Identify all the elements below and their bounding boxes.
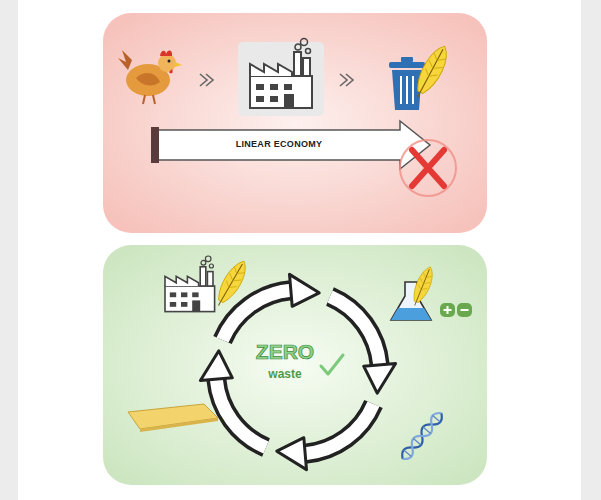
hen-wattle [169, 69, 173, 73]
hen-icon [118, 50, 182, 104]
cycle-head [290, 274, 320, 306]
factory-icon [165, 256, 215, 312]
cycle-arc-inner [330, 297, 380, 365]
arrow-bar [151, 127, 159, 163]
cycle-arc-inner [305, 404, 373, 454]
cycle-arc [305, 404, 373, 454]
trash-lid [389, 62, 425, 68]
trash-lines [401, 76, 413, 104]
block-arrow [158, 121, 430, 169]
cycle-head [200, 351, 232, 381]
chevron [340, 74, 353, 86]
linear-panel [103, 13, 487, 233]
sheet-icon [128, 404, 218, 432]
cycle-head [277, 438, 307, 470]
cycle-arrows [200, 274, 395, 469]
sheet-edge [140, 418, 218, 432]
dna-icon [399, 410, 445, 462]
feather-icon [410, 42, 453, 102]
hen-eye [168, 60, 171, 63]
feather-icon [409, 265, 437, 309]
cycle-arc-inner [223, 290, 291, 340]
plus-sign [444, 306, 452, 314]
page-ground [18, 0, 581, 500]
reject-cross [412, 150, 444, 186]
plus-pill [440, 303, 455, 317]
dna-strand [399, 410, 445, 462]
minus-pill [457, 303, 472, 317]
hen-beak [175, 62, 182, 67]
dna-strand [399, 410, 445, 462]
minus-sign [461, 309, 469, 311]
hen-legs [143, 95, 155, 104]
feather-icon [212, 257, 252, 310]
cycle-arc [330, 297, 380, 365]
chevron [200, 74, 213, 86]
dna-rungs [404, 416, 441, 457]
linear-arrow [151, 121, 430, 169]
factory-icon [250, 39, 312, 109]
cycle-arc-inner [216, 379, 266, 447]
cycle-head [364, 364, 396, 394]
arrow-label: LINEAR ECONOMY [236, 140, 323, 150]
cycle-arc [223, 290, 291, 340]
hen-head [158, 54, 176, 72]
flask-liquid [391, 308, 431, 320]
circular-panel [103, 245, 487, 485]
zero-text: ZERO [256, 340, 314, 363]
check-mark [321, 355, 343, 374]
hen-wing [136, 73, 160, 85]
reject-circle [400, 140, 456, 196]
cycle-arc [216, 379, 266, 447]
trash-handle [401, 57, 413, 62]
hen-tail [118, 50, 132, 70]
waste-text: waste [268, 368, 301, 381]
reject-mark [400, 140, 456, 196]
plus-minus-icon [440, 303, 472, 317]
hen-comb [160, 50, 172, 56]
